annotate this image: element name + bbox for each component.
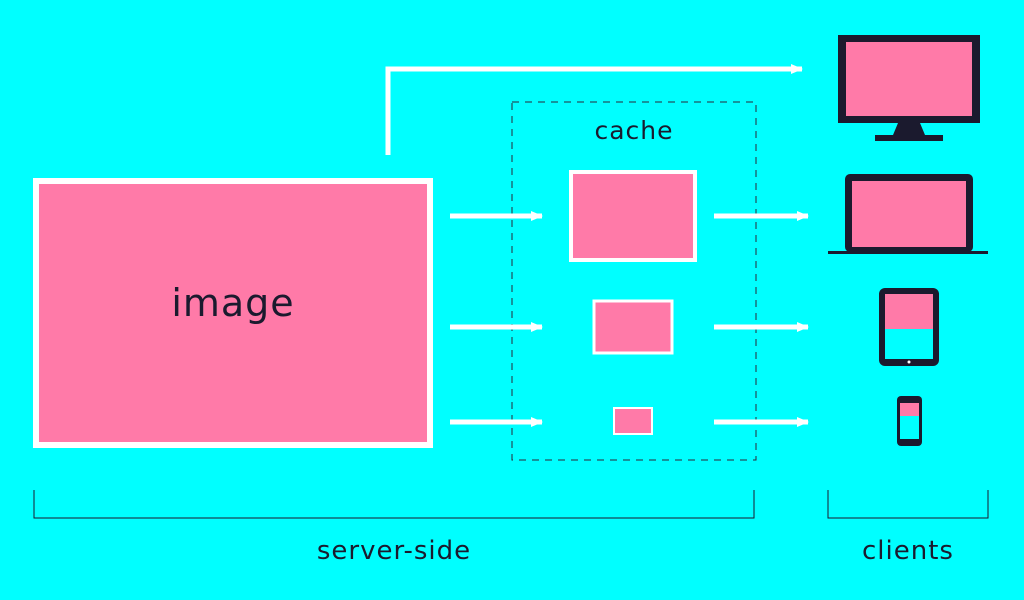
phone-icon (897, 396, 922, 446)
clients-label: clients (862, 536, 954, 566)
laptop-icon (828, 174, 988, 254)
server-side-bracket (33, 490, 755, 519)
source-image-box (33, 178, 433, 448)
tablet-icon (879, 288, 939, 366)
image-label: image (171, 281, 295, 325)
cache-label: cache (594, 116, 674, 145)
cached-image-small (613, 407, 653, 435)
desktop-icon (838, 35, 980, 141)
cached-image-medium (592, 299, 674, 355)
clients-bracket (827, 490, 989, 519)
cache-region-boundary (511, 101, 757, 461)
cached-image-large (569, 170, 697, 262)
arrow-to-desktop (385, 64, 803, 155)
server-side-label: server-side (316, 536, 472, 566)
